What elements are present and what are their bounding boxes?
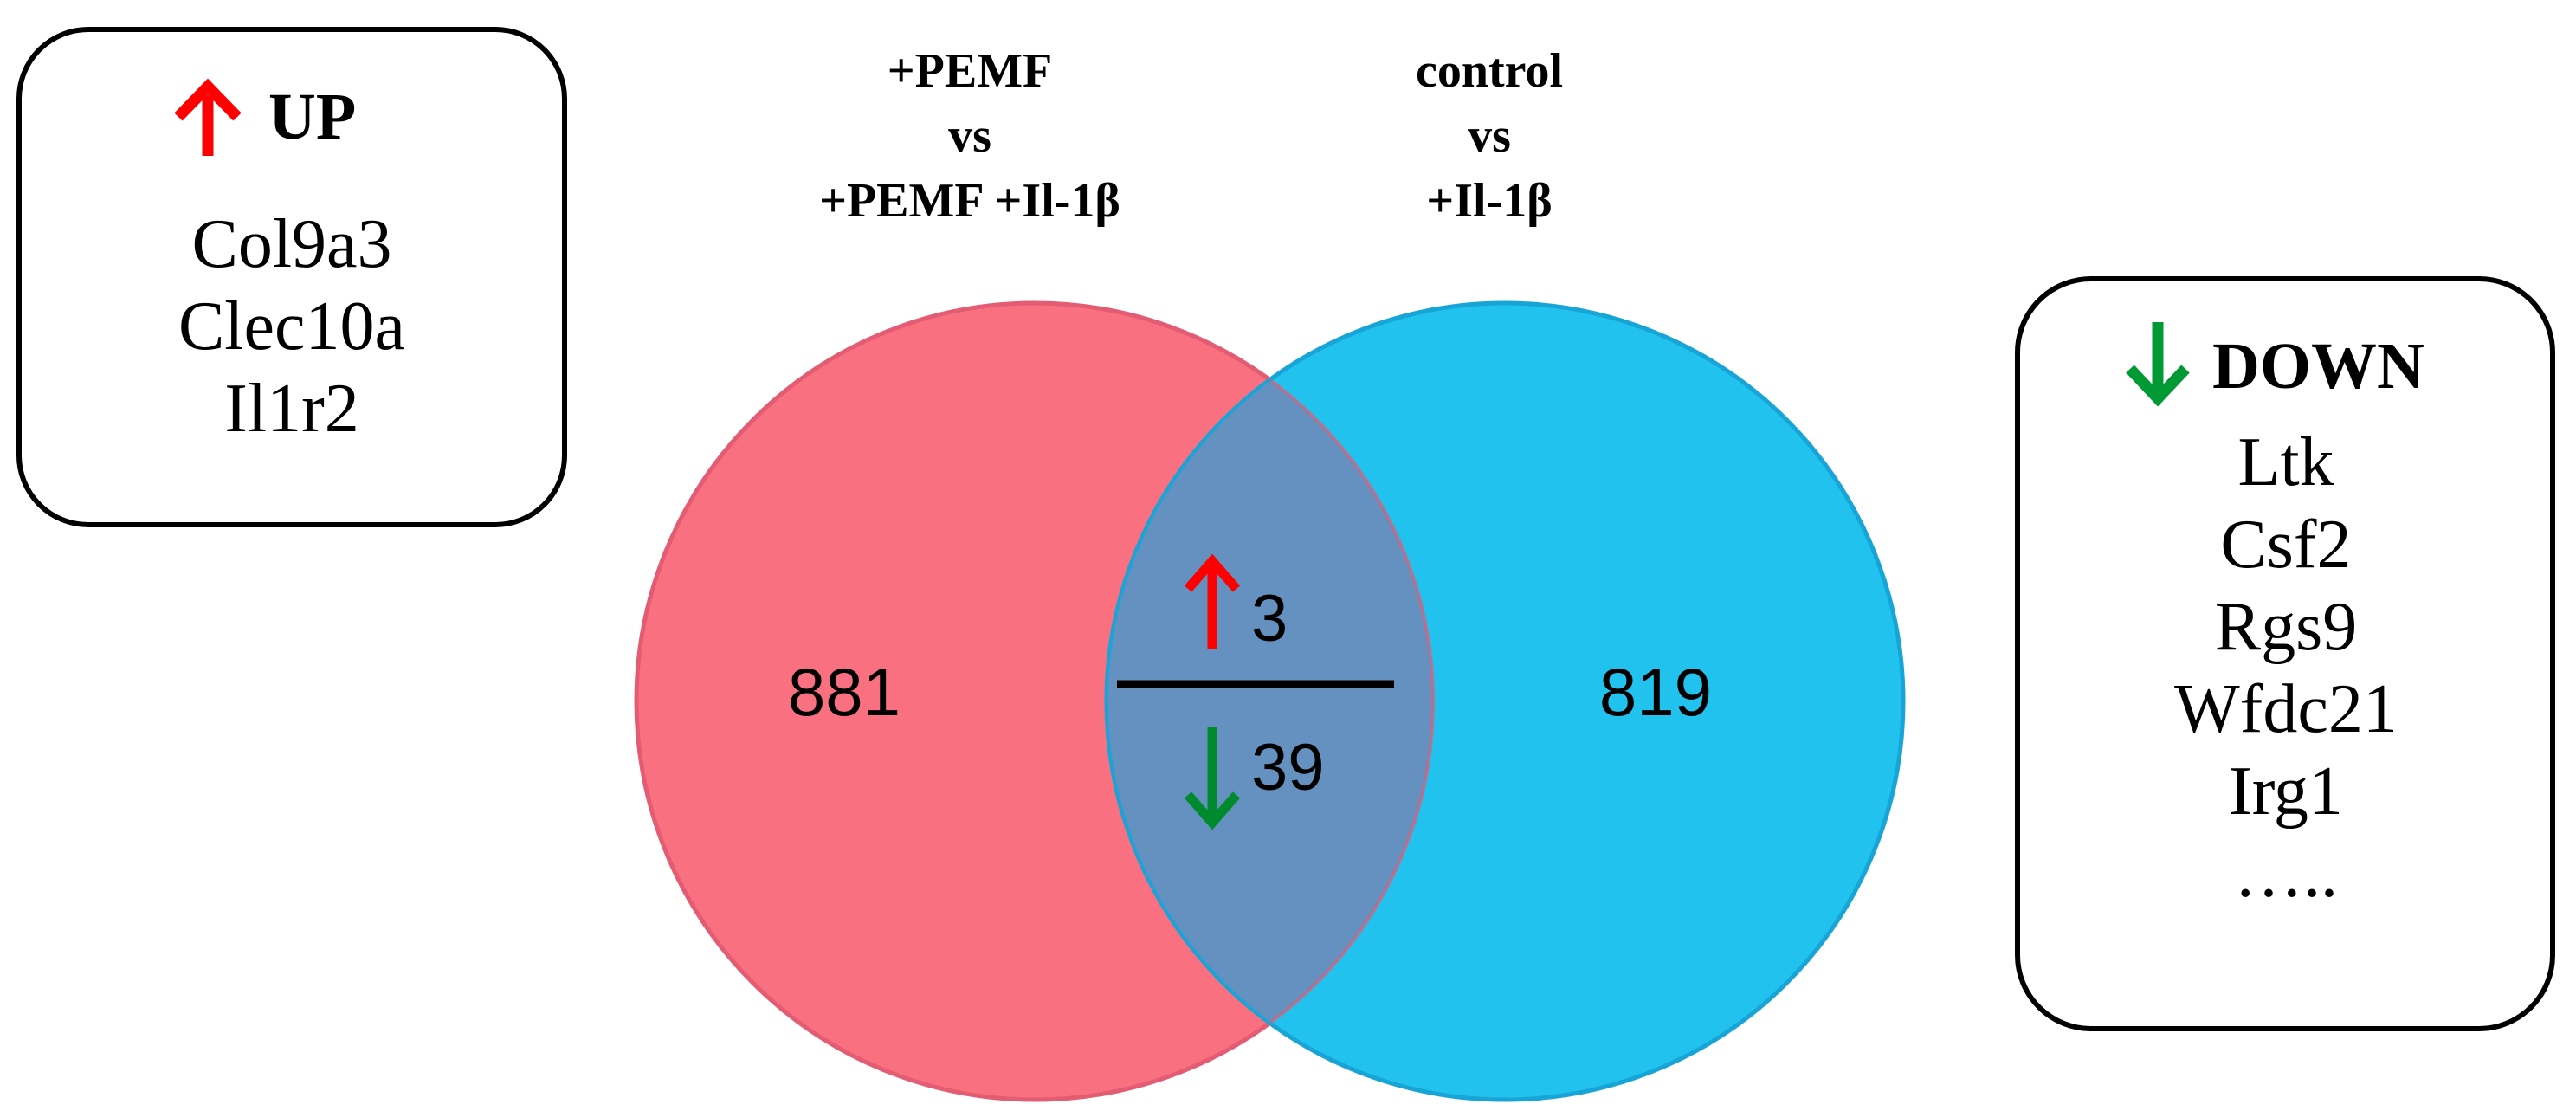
- overlap-up-count: 3: [1251, 582, 1288, 656]
- up-gene-1: Col9a3: [191, 206, 391, 282]
- up-gene-2: Clec10a: [178, 288, 405, 365]
- right-set-label-line-3: +Il-1β: [1426, 174, 1552, 228]
- arrow-down-icon: [1184, 727, 1241, 830]
- up-gene-3: Il1r2: [224, 371, 359, 447]
- left-set-label-line-3: +PEMF +Il-1β: [819, 174, 1120, 228]
- down-gene-1: Ltk: [2237, 424, 2334, 501]
- down-box-frame: [2015, 276, 2555, 1031]
- right-set-label: control vs +Il-1β: [1416, 44, 1563, 228]
- right-only-count: 819: [1599, 654, 1712, 730]
- up-genes-box: UP Col9a3 Clec10a Il1r2: [16, 27, 567, 527]
- overlap-down-count: 39: [1251, 731, 1325, 804]
- overlap-down: 39: [1184, 727, 1325, 830]
- left-set-label-line-2: vs: [948, 109, 991, 163]
- right-set-outline: [1105, 301, 1905, 1101]
- right-set-label-line-2: vs: [1468, 109, 1511, 163]
- down-gene-2: Csf2: [2220, 507, 2351, 583]
- arrow-up-icon: [1184, 553, 1241, 649]
- down-gene-3: Rgs9: [2215, 589, 2358, 665]
- left-only-count: 881: [788, 654, 901, 730]
- up-box-frame: [16, 27, 567, 527]
- left-set-label: +PEMF vs +PEMF +Il-1β: [819, 44, 1120, 228]
- down-gene-6: …..: [2234, 836, 2338, 912]
- overlap-region: [1107, 303, 1433, 1100]
- down-box-title: DOWN: [2212, 330, 2424, 403]
- up-box-title: UP: [268, 81, 356, 153]
- right-set-label-line-1: control: [1416, 44, 1563, 98]
- down-gene-4: Wfdc21: [2174, 671, 2398, 747]
- down-genes-box: DOWN Ltk Csf2 Rgs9 Wfdc21 Irg1 …..: [2015, 276, 2555, 1031]
- left-set-outline: [635, 301, 1435, 1101]
- overlap-up: 3: [1184, 553, 1288, 656]
- down-gene-5: Irg1: [2229, 753, 2343, 830]
- arrow-down-icon: [2126, 322, 2190, 407]
- left-set-label-line-1: +PEMF: [888, 44, 1053, 98]
- arrow-up-icon: [174, 78, 242, 156]
